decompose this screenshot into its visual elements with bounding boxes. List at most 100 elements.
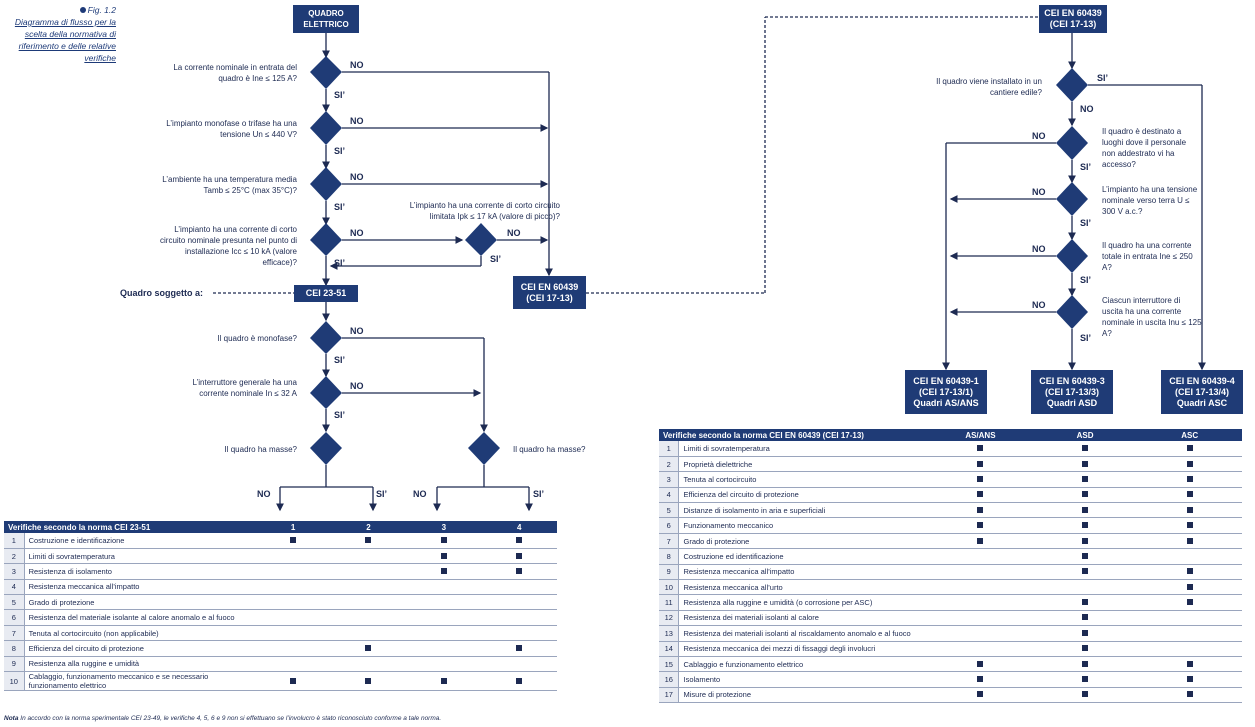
answer-si: SI’ bbox=[1097, 73, 1109, 83]
answer-si: SI’ bbox=[334, 410, 346, 420]
answer-no: NO bbox=[350, 172, 364, 182]
check-cell bbox=[330, 579, 407, 596]
row-label: Cablaggio e funzionamento elettrico bbox=[678, 656, 929, 673]
row-label: Funzionamento meccanico bbox=[678, 517, 929, 534]
check-cell bbox=[255, 533, 331, 549]
row-label: Resistenza del materiale isolante al cal… bbox=[24, 609, 256, 626]
check-square-icon bbox=[516, 677, 523, 684]
check-cell bbox=[330, 671, 407, 692]
check-square-icon bbox=[1186, 522, 1193, 529]
column-header: 3 bbox=[406, 521, 482, 533]
answer-no: NO bbox=[507, 228, 521, 238]
check-cell bbox=[1032, 656, 1138, 673]
check-cell bbox=[406, 609, 482, 626]
table-header-row: Verifiche secondo la norma CEI EN 60439 … bbox=[659, 429, 1242, 441]
table-verifiche-cei-23-51: Verifiche secondo la norma CEI 23-51 1 2… bbox=[4, 521, 557, 692]
check-square-icon bbox=[1186, 491, 1193, 498]
row-label: Resistenza meccanica dei mezzi di fissag… bbox=[678, 641, 929, 657]
check-square-icon bbox=[1082, 676, 1089, 683]
decision-diamond-q2 bbox=[310, 111, 342, 145]
check-cell bbox=[255, 548, 331, 565]
table-title: Verifiche secondo la norma CEI EN 60439 … bbox=[659, 429, 929, 441]
decision-diamond-q3 bbox=[310, 167, 342, 201]
check-cell bbox=[481, 656, 557, 673]
question-q3: L’ambiente ha una temperatura media Tamb… bbox=[162, 175, 297, 195]
answer-si: SI’ bbox=[334, 258, 346, 268]
check-square-icon bbox=[516, 644, 523, 651]
row-number: 15 bbox=[659, 656, 680, 673]
row-number: 16 bbox=[659, 671, 680, 688]
check-cell bbox=[481, 548, 557, 565]
row-number: 6 bbox=[4, 609, 25, 626]
answer-si: SI’ bbox=[376, 489, 388, 499]
check-cell bbox=[928, 579, 1033, 596]
check-cell bbox=[481, 640, 557, 657]
footnote: Nota In accordo con la norma sperimental… bbox=[4, 715, 441, 722]
check-square-icon bbox=[365, 644, 372, 651]
check-cell bbox=[1032, 517, 1138, 534]
row-label: Resistenza alla ruggine e umidità bbox=[24, 656, 256, 673]
check-cell bbox=[330, 548, 407, 565]
check-square-icon bbox=[516, 536, 523, 543]
answer-no: NO bbox=[350, 326, 364, 336]
row-label: Resistenza meccanica all’urto bbox=[678, 579, 929, 596]
check-square-icon bbox=[365, 677, 372, 684]
check-cell bbox=[406, 656, 482, 673]
box-cei-23-51: CEI 23-51 bbox=[294, 285, 358, 302]
check-cell bbox=[1137, 671, 1242, 688]
row-label: Costruzione ed identificazione bbox=[678, 548, 929, 565]
row-label: Resistenza di isolamento bbox=[24, 563, 256, 580]
check-square-icon bbox=[1186, 676, 1193, 683]
question-q9: Il quadro ha masse? bbox=[513, 445, 586, 454]
question-q2: L’impianto monofase o trifase ha una ten… bbox=[166, 119, 297, 139]
row-number: 5 bbox=[4, 594, 25, 611]
row-number: 2 bbox=[4, 548, 25, 565]
row-label: Resistenza dei materiali isolanti al ris… bbox=[678, 625, 929, 642]
check-cell bbox=[481, 594, 557, 611]
column-header: ASD bbox=[1032, 429, 1138, 441]
check-square-icon bbox=[1186, 599, 1193, 606]
start-box-quadro-elettrico: Quadro elettrico bbox=[293, 5, 359, 33]
check-square-icon bbox=[1082, 568, 1089, 575]
check-cell bbox=[928, 687, 1033, 704]
check-cell bbox=[255, 563, 331, 580]
row-label: Limiti di sovratemperatura bbox=[24, 548, 256, 565]
check-square-icon bbox=[977, 506, 984, 513]
check-cell bbox=[1032, 502, 1138, 519]
check-square-icon bbox=[1082, 460, 1089, 467]
check-cell bbox=[1137, 517, 1242, 534]
check-cell bbox=[481, 579, 557, 596]
row-label: Tenuta al cortocircuito bbox=[678, 471, 929, 488]
figure-label: Fig. 1.2 bbox=[87, 5, 116, 15]
check-cell bbox=[255, 656, 331, 673]
check-cell bbox=[255, 671, 331, 692]
decision-diamond-r4 bbox=[1056, 239, 1088, 273]
check-square-icon bbox=[1082, 506, 1089, 513]
check-cell bbox=[330, 640, 407, 657]
check-cell bbox=[1137, 625, 1242, 642]
check-cell bbox=[928, 656, 1033, 673]
check-cell bbox=[1137, 579, 1242, 596]
row-number: 9 bbox=[659, 564, 680, 581]
check-square-icon bbox=[1186, 444, 1193, 451]
check-cell bbox=[1137, 641, 1242, 657]
check-cell bbox=[255, 625, 331, 642]
check-cell bbox=[1137, 441, 1242, 457]
check-square-icon bbox=[1186, 691, 1193, 698]
check-square-icon bbox=[1082, 660, 1089, 667]
check-square-icon bbox=[1186, 460, 1193, 467]
check-square-icon bbox=[1082, 522, 1089, 529]
row-label: Efficienza del circuito di protezione bbox=[678, 487, 929, 504]
answer-no: NO bbox=[350, 381, 364, 391]
check-square-icon bbox=[1082, 691, 1089, 698]
question-q6: Il quadro è monofase? bbox=[217, 334, 297, 343]
